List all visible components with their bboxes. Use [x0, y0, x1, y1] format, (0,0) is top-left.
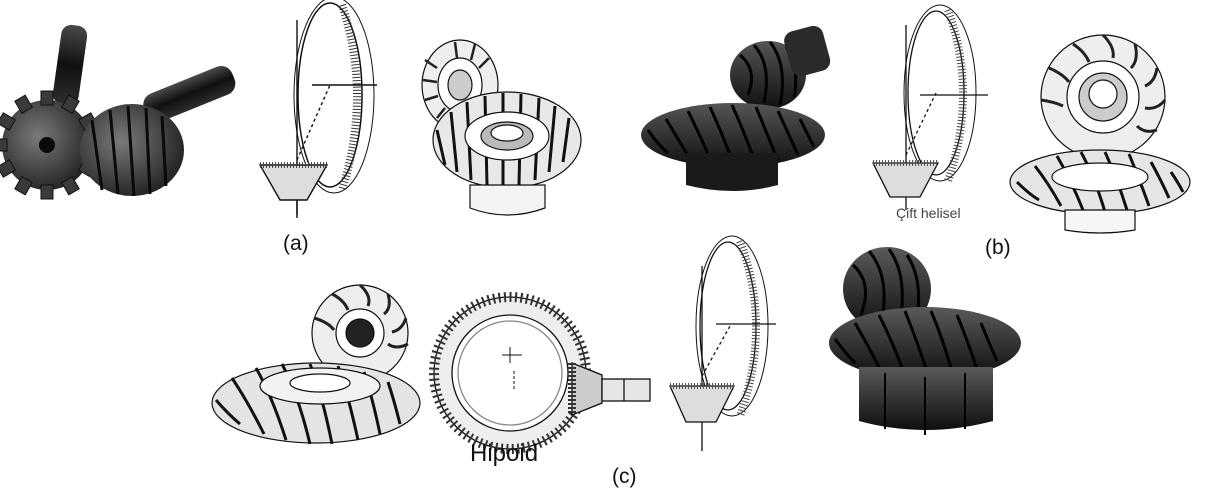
- double-helical-label: Çift helisel: [896, 205, 961, 221]
- spiral-bevel-drawing-icon: [208, 278, 433, 458]
- spiral-bevel-photo-icon: [638, 35, 843, 195]
- hypoid-cone-sketch-icon: [660, 236, 780, 456]
- hypoid-photo-icon: [825, 243, 1025, 438]
- straight-bevel-cone-sketch-icon: [252, 0, 382, 220]
- spiral-bevel-pair-drawing-icon: [1005, 22, 1195, 232]
- double-helical-cone-sketch-icon: [868, 5, 998, 220]
- hypoid-ring-gear-drawing-icon: [432, 293, 657, 453]
- panel-label-a: (a): [283, 232, 309, 256]
- panel-label-c: (c): [612, 465, 637, 489]
- hypoid-label: Hipoid: [470, 440, 538, 468]
- straight-bevel-photo-icon: [2, 25, 242, 205]
- straight-bevel-pair-drawing-icon: [415, 30, 585, 220]
